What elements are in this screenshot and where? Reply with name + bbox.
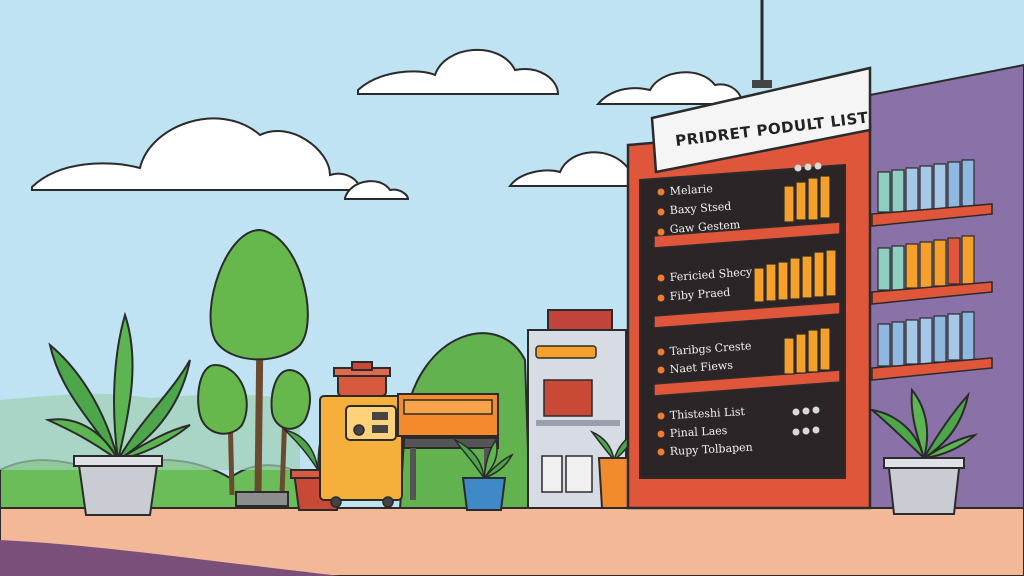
wall-shelf-3 <box>871 311 993 381</box>
board-item: Gaw Gestem <box>669 218 741 236</box>
board-section-4: Thisteshi List Pinal Laes Rupy Tolbapen <box>669 405 753 458</box>
wall-shelf-1 <box>871 159 993 227</box>
board-item: Melarie <box>669 182 713 198</box>
planter-base <box>235 491 289 507</box>
board-products-2 <box>753 249 837 303</box>
board-products-1 <box>783 175 831 223</box>
board-section-2: Fericied Shecy Fiby Praed <box>669 265 753 303</box>
board-shelf-1 <box>653 221 841 249</box>
cloud-top <box>357 48 560 95</box>
title-banner <box>650 66 872 174</box>
board-item: Fericied Shecy <box>669 265 753 284</box>
board-section-1: Melarie Baxy Stsed Gaw Gestem <box>669 182 741 236</box>
board-bullets <box>657 188 665 456</box>
board-item: Fiby Praed <box>669 286 730 303</box>
potted-plant-blue <box>452 438 514 511</box>
wall-shelf-2 <box>871 235 993 305</box>
board-products-3 <box>783 327 831 375</box>
tree-small-right <box>270 368 311 496</box>
cloud-mid <box>508 151 629 187</box>
dots-indicator-1 <box>794 162 822 172</box>
cloud-left <box>31 117 362 191</box>
path-shadow <box>0 540 340 576</box>
board-item: Pinal Laes <box>669 424 728 440</box>
tree-tall <box>209 228 309 496</box>
dots-indicator-3 <box>792 426 820 436</box>
potted-plant-left <box>44 311 191 516</box>
board-shelf-3 <box>653 369 841 397</box>
board-item: Taribgs Creste <box>669 339 752 358</box>
dots-indicator-2 <box>792 406 820 416</box>
board-item: Rupy Tolbapen <box>669 441 753 458</box>
board-item: Baxy Stsed <box>669 200 731 217</box>
board-item: Naet Fiews <box>669 359 733 376</box>
cloud-right-top <box>595 71 744 105</box>
board-item: Thisteshi List <box>669 405 745 422</box>
sign-hook <box>752 80 772 88</box>
cloud-small-left <box>344 180 410 200</box>
board-section-3: Taribgs Creste Naet Fiews <box>669 339 752 376</box>
board-shelf-2 <box>653 301 841 329</box>
potted-plant-right <box>868 387 979 515</box>
tree-small-left <box>197 363 248 496</box>
